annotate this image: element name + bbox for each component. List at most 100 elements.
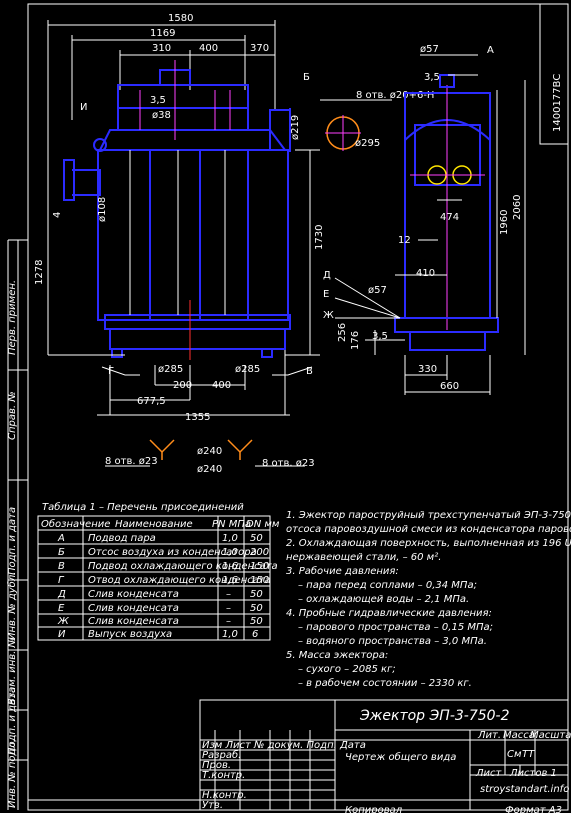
title-block-massa: Масса (503, 730, 535, 741)
title-block-role: Утв. (202, 800, 223, 811)
svg-text:В: В (58, 561, 65, 572)
title-block-kopiroval: Копировал (345, 805, 403, 813)
side-label: Инв. № дубл. (6, 572, 18, 640)
table-header: Наименование (115, 519, 193, 530)
title-block-lit: Лит. (477, 730, 501, 741)
table-row: В Подвод охлаждающего конденсата 1,6 150 (58, 561, 278, 572)
svg-text:–: – (226, 603, 231, 614)
title-block-tt: ТТ (522, 749, 535, 760)
dim-label: ø240 (197, 446, 222, 457)
table-row: Б Отсос воздуха из конденсатора 1,0 200 (58, 547, 269, 558)
svg-text:Слив конденсата: Слив конденсата (88, 589, 179, 600)
svg-text:Подвод пара: Подвод пара (88, 533, 156, 544)
dim-label: ø57 (420, 44, 439, 55)
front-view-letters: Б И Г В (80, 72, 313, 377)
table-row: Д Слив конденсата – 50 (57, 589, 263, 600)
svg-text:Отсос воздуха из конденсатора: Отсос воздуха из конденсатора (88, 547, 257, 558)
dim-label: 256 (337, 323, 348, 342)
note-line: 5. Масса эжектора: (286, 650, 388, 661)
dim-label: 4 (52, 212, 63, 218)
dim-label: 8 отв. ø20+6-Н (356, 90, 434, 101)
note-line: 3. Рабочие давления: (286, 565, 399, 577)
svg-text:Отвод охлаждающего конденсата: Отвод охлаждающего конденсата (88, 575, 271, 586)
dim-label: 8 отв. ø23 (105, 456, 158, 467)
bottom-flanges: ø240 ø240 8 отв. ø23 8 отв. ø23 (105, 439, 315, 475)
side-label: Взам. инв. № (7, 637, 18, 705)
dim-label: 3,5 (372, 331, 388, 342)
dim-label: ø285 (235, 364, 260, 375)
side-label: Инв. № подл. (7, 739, 18, 808)
dim-label: 310 (152, 43, 171, 54)
table-header: PN МПа (212, 519, 251, 530)
note-line: – парового пространства – 0,15 МПа; (298, 622, 493, 633)
note-line: отсоса паровоздушной смеси из конденсато… (286, 523, 571, 535)
dim-label: 8 отв. ø23 (262, 458, 315, 469)
dim-label: ø108 (97, 197, 108, 222)
title-block-doc: Чертеж общего вида (345, 751, 456, 763)
dim-label: 3,5 (150, 95, 166, 106)
svg-text:50: 50 (250, 589, 263, 600)
svg-text:1,6: 1,6 (222, 575, 238, 586)
note-line: – водяного пространства – 3,0 МПа. (298, 636, 487, 647)
title-block-sm: См (507, 749, 522, 760)
title-block-cols: Изм Лист № докум. Подп. Дата (202, 740, 366, 751)
svg-text:Слив конденсата: Слив конденсата (88, 616, 179, 627)
side-label: Подп. и дата (7, 507, 18, 575)
connections-table: Таблица 1 – Перечень присоединений Обозн… (37, 501, 280, 641)
dim-label: ø57 (368, 285, 387, 296)
dim-label: 1278 (34, 260, 45, 285)
flange-detail: 8 отв. ø20+6-Н ø295 (320, 90, 434, 151)
side-label: Перв. примен. (7, 280, 18, 355)
table-row: А Подвод пара 1,0 50 (57, 533, 263, 544)
table-row: Ж Слив конденсата – 50 (57, 616, 263, 627)
dim-label: 370 (250, 43, 269, 54)
dim-label: 1960 (499, 210, 510, 235)
title-block-masshtab: Масштаб (530, 729, 571, 741)
letter-label: Д (323, 270, 331, 281)
svg-text:1,0: 1,0 (222, 629, 238, 640)
svg-text:200: 200 (250, 547, 269, 558)
table-row: Г Отвод охлаждающего конденсата 1,6 150 (58, 575, 271, 586)
front-view-dims: 1580 1169 310 400 370 3,5 ø38 ø219 4 ø10… (34, 13, 325, 423)
svg-text:Выпуск воздуха: Выпуск воздуха (88, 629, 172, 640)
dim-label: 1580 (168, 13, 193, 24)
side-label: Подп. и дата (7, 687, 18, 755)
table-row: Е Слив конденсата – 50 (58, 603, 263, 614)
dim-label: 410 (416, 268, 435, 279)
svg-text:А: А (57, 533, 65, 544)
title-block-name: Эжектор ЭП-3-750-2 (359, 708, 510, 724)
svg-text:150: 150 (250, 575, 269, 586)
svg-text:6: 6 (252, 629, 258, 640)
table-title: Таблица 1 – Перечень присоединений (42, 501, 244, 513)
title-block-listov: Листов 1 (509, 768, 557, 779)
svg-text:Подвод охлаждающего конденсата: Подвод охлаждающего конденсата (88, 561, 278, 572)
svg-text:Слив конденсата: Слив конденсата (88, 603, 179, 614)
dim-label: ø285 (158, 364, 183, 375)
dim-label: 660 (440, 381, 459, 392)
dim-label: 1169 (150, 28, 175, 39)
dim-label: 677,5 (137, 396, 166, 407)
note-line: 2. Охлаждающая поверхность, выполненная … (286, 537, 571, 549)
note-line: – пара перед соплами – 0,34 МПа; (298, 580, 477, 591)
dim-label: 12 (398, 235, 411, 246)
svg-text:Б: Б (58, 547, 65, 558)
side-labels: Перв. примен. Справ. № Подп. и дата Инв.… (6, 280, 18, 808)
note-line: 4. Пробные гидравлические давления: (286, 607, 492, 619)
dim-label: ø219 (290, 115, 301, 140)
side-view-letters: А Д Е Ж (323, 45, 494, 321)
letter-label: В (306, 366, 313, 377)
letter-label: Е (323, 289, 329, 300)
svg-text:1,0: 1,0 (222, 547, 238, 558)
title-block-site: stroystandart.info (480, 784, 569, 795)
title-block-format: Формат А3 (505, 805, 562, 813)
dim-label: 3,5 (424, 72, 440, 83)
dim-label: 1730 (314, 225, 325, 250)
dim-label: ø240 (197, 464, 222, 475)
front-view (47, 20, 320, 416)
svg-text:И: И (58, 629, 66, 640)
dim-label: ø295 (355, 138, 380, 149)
letter-label: И (80, 102, 87, 113)
side-view (334, 54, 526, 395)
svg-text:1,0: 1,0 (222, 533, 238, 544)
